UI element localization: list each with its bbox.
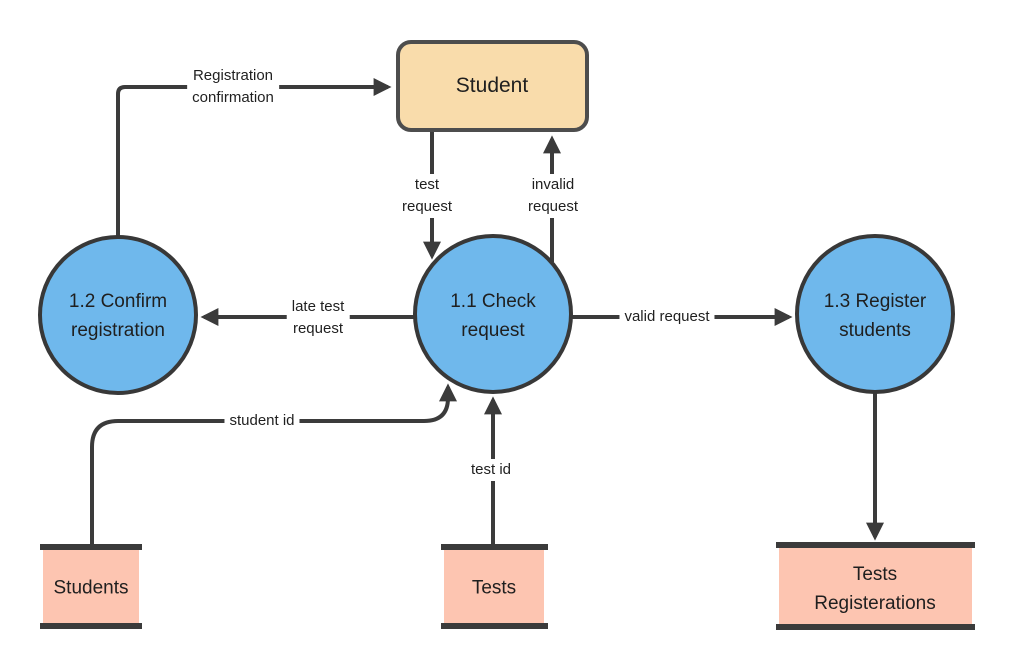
process-confirm-registration-circle	[38, 235, 198, 395]
entity-student-label: Student	[455, 74, 529, 97]
flow-invalid-request-label: invalid request	[522, 174, 584, 218]
flow-valid-request-label: valid request	[619, 306, 715, 328]
process-register-students-label: 1.3 Register students	[823, 291, 927, 341]
process-confirm-registration-label: 1.2 Confirm registration	[68, 291, 168, 341]
flow-registration-confirmation-line	[116, 78, 392, 239]
flow-registration-confirmation-label: Registration confirmation	[187, 65, 279, 109]
store-students-shape	[40, 544, 142, 629]
flow-test-request-label: test request	[396, 174, 458, 218]
store-tests-label: Tests	[471, 577, 517, 599]
store-students-label: Students	[53, 577, 129, 599]
store-tests-registrations-label: Tests Registerations	[814, 564, 936, 614]
flow-late-test-request-label: late test request	[286, 296, 350, 340]
store-tests-shape	[441, 544, 548, 629]
entity-student-box	[396, 40, 589, 132]
process-register-students-circle	[795, 234, 955, 394]
flow-student-id-label: student id	[224, 410, 300, 432]
process-check-request-label: 1.1 Check request	[450, 291, 536, 341]
flow-test-id-label: test id	[465, 459, 517, 481]
store-tests-registrations-shape	[776, 542, 975, 630]
process-check-request-circle	[413, 234, 573, 394]
